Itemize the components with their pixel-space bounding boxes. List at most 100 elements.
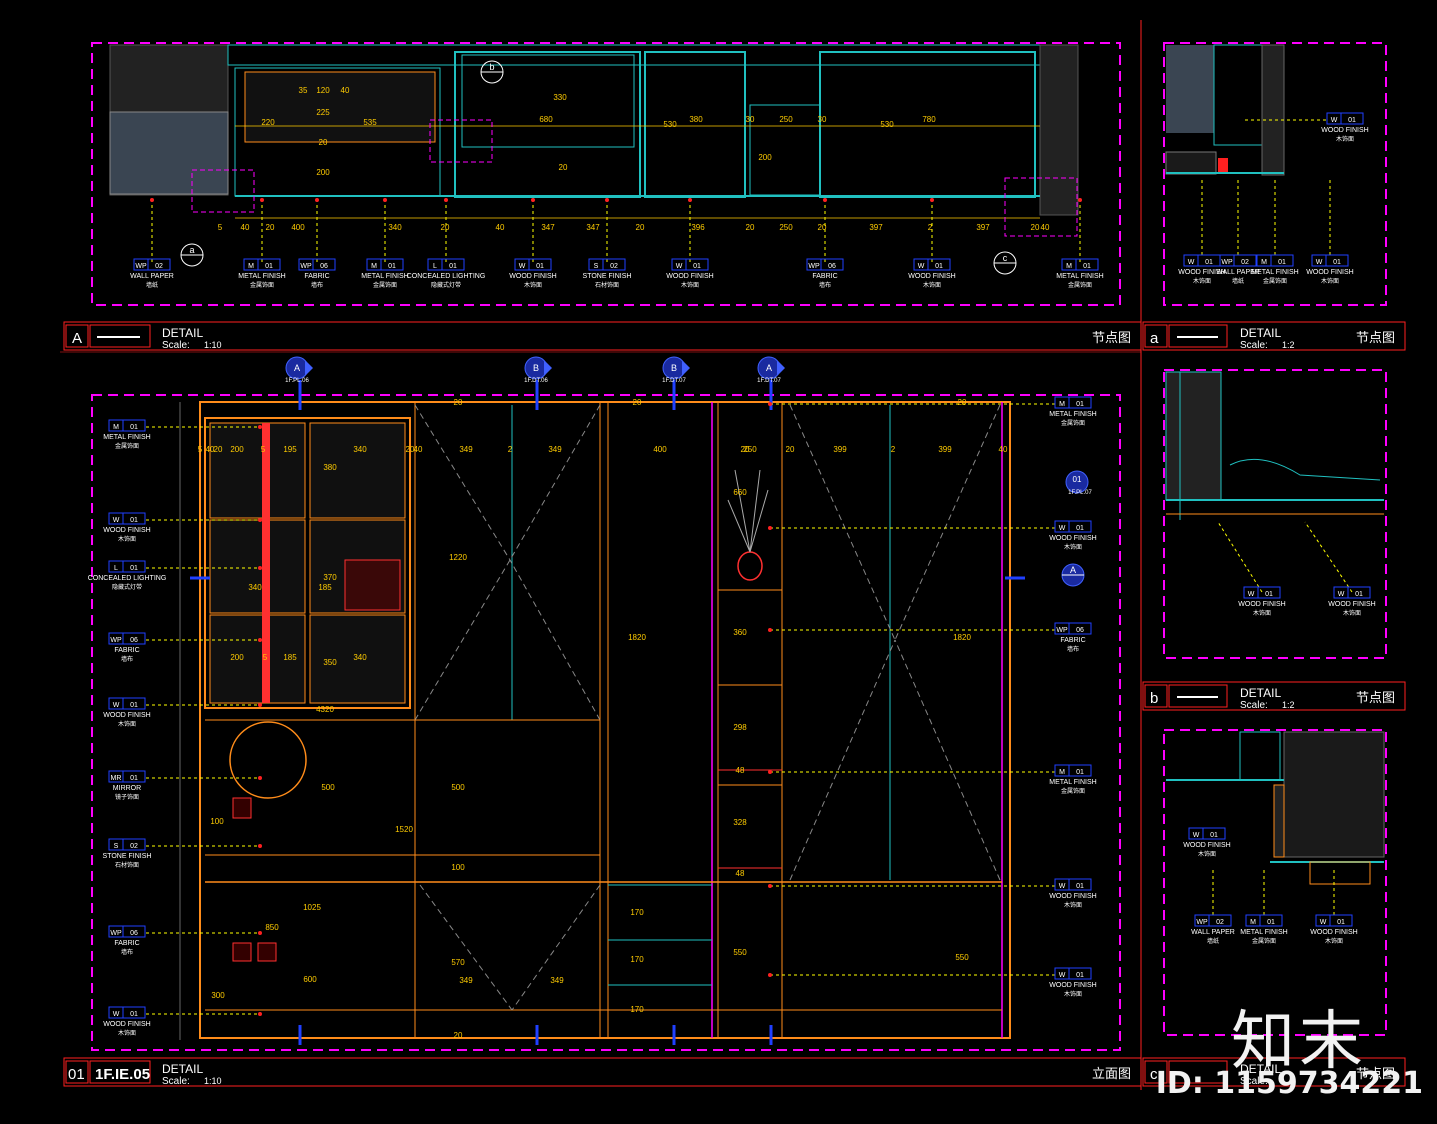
tag-dc-3-num: 01: [1337, 919, 1345, 926]
tag-mr-1-label: WOOD FINISH: [1049, 535, 1096, 542]
dim-a-top-17: 530: [880, 120, 894, 129]
tag-a-7-cn: 木饰面: [681, 281, 699, 289]
dim-main-misc-29: 20: [958, 398, 967, 407]
tag-a-1-label: METAL FINISH: [238, 273, 285, 280]
dim-main-misc-24: 170: [630, 955, 644, 964]
detail-c-id: c: [1150, 1066, 1158, 1083]
tag-da-3-label: WOOD FINISH: [1306, 269, 1353, 276]
tag-a-8-code: WP: [808, 263, 820, 270]
section-marker-ref-3: 1F.DT.07: [757, 378, 781, 384]
dim-a-top-18: 780: [922, 115, 936, 124]
detail-b-cn: 节点图: [1356, 690, 1395, 705]
dim-a-bottom-0: 5: [218, 223, 223, 232]
dim-a-bottom-9: 20: [636, 223, 645, 232]
dim-main-misc-10: 300: [211, 991, 225, 1000]
leader-dot: [383, 198, 387, 202]
detail-a-cn: 节点图: [1356, 330, 1395, 345]
tag-ml-6-label: STONE FINISH: [103, 853, 152, 860]
tag-mr-0-label: METAL FINISH: [1049, 411, 1096, 418]
tag-da-top-cn: 木饰面: [1336, 135, 1354, 143]
main-id: 01: [68, 1066, 85, 1083]
tag-a-9-label: WOOD FINISH: [908, 273, 955, 280]
tag-a-4-code: L: [433, 263, 437, 270]
side-marker-ref-0: 1F.PL.07: [1068, 490, 1092, 496]
watermark-logo: 知末: [1231, 1005, 1367, 1079]
tag-a-0-cn: 墙纸: [146, 281, 158, 289]
leader-dot: [258, 566, 262, 570]
tag-a-4-cn: 隐藏式灯带: [431, 281, 461, 289]
tag-dc-0-cn: 木饰面: [1198, 850, 1216, 858]
tag-mr-1-num: 01: [1076, 525, 1084, 532]
tag-ml-2-cn: 隐藏式灯带: [112, 583, 142, 591]
tag-ml-7-cn: 墙布: [121, 948, 133, 956]
leader-dot: [258, 518, 262, 522]
dim-main-top-1: 40: [206, 445, 215, 454]
dim-main-misc-18: 48: [736, 766, 745, 775]
dim-main-misc-9: 600: [303, 975, 317, 984]
tag-a-5-code: W: [519, 263, 526, 270]
tag-ml-8-num: 01: [130, 1011, 138, 1018]
tag-da-0-num: 01: [1205, 259, 1213, 266]
leader-dot: [315, 198, 319, 202]
tag-dc-1-label: WALL PAPER: [1191, 929, 1235, 936]
dim-main-misc-28: 20: [633, 398, 642, 407]
detail-b-scale-label: Scale:: [1240, 700, 1268, 711]
tag-ml-1-label: WOOD FINISH: [103, 527, 150, 534]
tag-ml-3-code: WP: [110, 637, 122, 644]
dim-a-bottom-2: 20: [266, 223, 275, 232]
leader-dot: [930, 198, 934, 202]
detail-c-title: DETAIL: [1240, 1062, 1281, 1076]
dim-main-top-12: 400: [653, 445, 667, 454]
dim-main-misc-1: 1820: [628, 633, 646, 642]
tag-dc-1-cn: 墙纸: [1207, 937, 1219, 945]
tag-ml-7-num: 06: [130, 930, 138, 937]
tag-a-10-code: M: [1066, 263, 1072, 270]
section-marker-letter-2: B: [671, 363, 677, 373]
dim-main-misc-16: 360: [733, 628, 747, 637]
leader-dot: [768, 973, 772, 977]
tag-ml-2-num: 01: [130, 565, 138, 572]
tag-a-9-cn: 木饰面: [923, 281, 941, 289]
tag-da-2-cn: 金属饰面: [1263, 277, 1287, 285]
tag-ml-5-code: MR: [111, 775, 122, 782]
tag-a-6-label: STONE FINISH: [583, 273, 632, 280]
dim-main-cab-3: 5: [263, 653, 268, 662]
tag-ml-8-cn: 木饰面: [118, 1029, 136, 1037]
dim-main-cab-0: 340: [248, 583, 262, 592]
dim-main-misc-0: 1220: [449, 553, 467, 562]
tag-da-top-code: W: [1331, 117, 1338, 124]
leader-dot: [258, 844, 262, 848]
tag-ml-0-cn: 金属饰面: [115, 442, 139, 450]
tag-a-6-code: S: [594, 263, 599, 270]
dim-main-misc-5: 100: [210, 817, 224, 826]
leader-dot: [768, 628, 772, 632]
tag-a-5-label: WOOD FINISH: [509, 273, 556, 280]
tag-dc-0-code: W: [1193, 832, 1200, 839]
side-marker-letter-0: 01: [1073, 475, 1082, 484]
section-a-frame: [91, 42, 1121, 306]
dim-main-top-17: 2: [891, 445, 896, 454]
section-marker-arrow: [305, 360, 313, 376]
leader-dot: [531, 198, 535, 202]
section-marker-ref-0: 1F.PL.06: [285, 378, 309, 384]
tag-a-3-code: M: [371, 263, 377, 270]
dim-main-top-13: 20: [741, 445, 750, 454]
tag-dc-2-num: 01: [1267, 919, 1275, 926]
tag-ml-0-num: 01: [130, 424, 138, 431]
section-a-title: DETAIL: [162, 326, 203, 340]
tag-db-1-num: 01: [1355, 591, 1363, 598]
watermark-id: ID: 1159734221: [1155, 1066, 1423, 1101]
tag-a-2-num: 06: [320, 263, 328, 270]
dim-a-top-13: 30: [746, 115, 755, 124]
tag-ml-4-num: 01: [130, 702, 138, 709]
